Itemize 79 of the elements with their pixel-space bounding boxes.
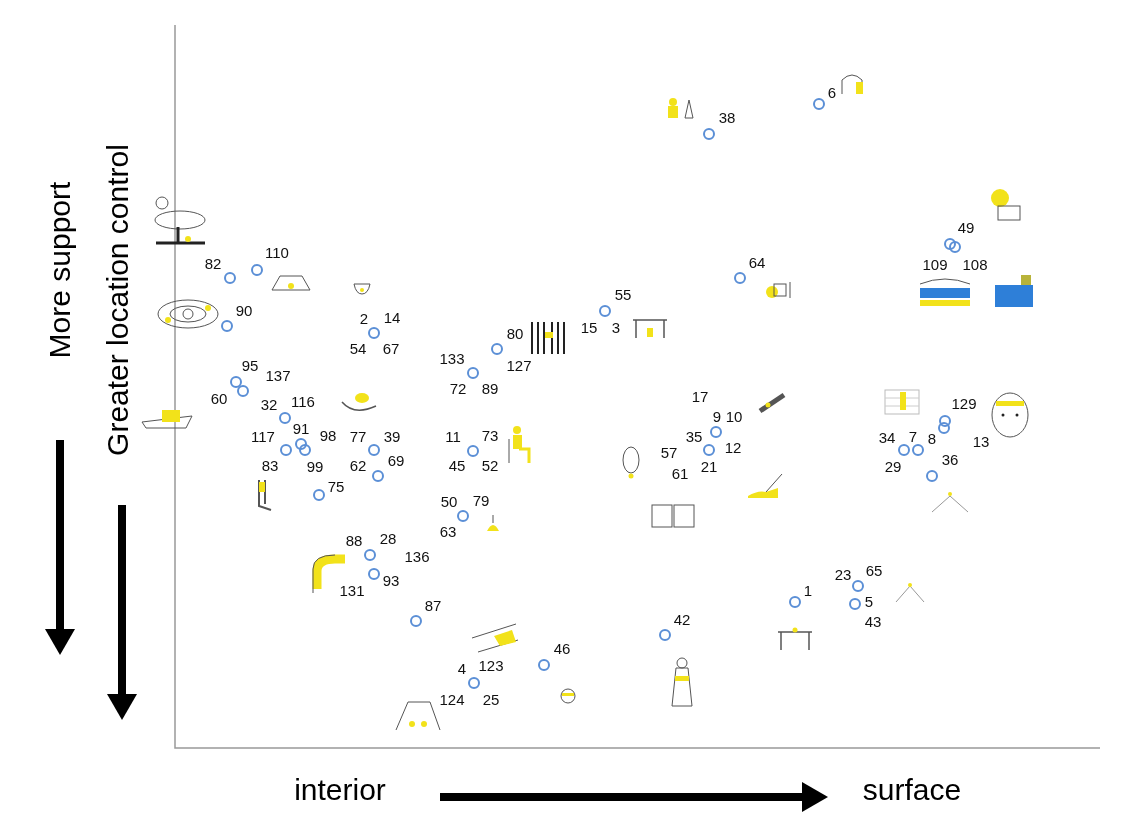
point-label: 73 xyxy=(481,427,499,443)
point-label: 87 xyxy=(424,597,442,613)
point-label: 67 xyxy=(382,340,400,356)
axis-label: interior xyxy=(294,775,386,805)
point-label: 32 xyxy=(260,396,278,412)
point-label: 4 xyxy=(457,660,467,676)
point-label: 29 xyxy=(884,458,902,474)
point-label: 137 xyxy=(265,367,291,383)
point-label: 69 xyxy=(387,452,405,468)
point-label: 123 xyxy=(478,657,504,673)
axis-label: surface xyxy=(862,775,962,805)
point-label: 64 xyxy=(748,254,766,270)
point-label: 91 xyxy=(292,420,310,436)
point-label: 46 xyxy=(553,640,571,656)
point-label: 131 xyxy=(339,582,365,598)
point-label: 93 xyxy=(382,572,400,588)
point-label: 14 xyxy=(383,309,401,325)
point-label: 54 xyxy=(349,340,367,356)
point-label: 99 xyxy=(306,458,324,474)
point-label: 89 xyxy=(481,380,499,396)
point-label: 108 xyxy=(962,256,988,272)
point-label: 36 xyxy=(941,451,959,467)
point-label: 38 xyxy=(718,109,736,125)
point-label: 21 xyxy=(700,458,718,474)
point-label: 109 xyxy=(922,256,948,272)
point-label: 7 xyxy=(908,428,918,444)
point-label: 34 xyxy=(878,429,896,445)
point-label: 43 xyxy=(864,613,882,629)
point-label: 13 xyxy=(972,433,990,449)
point-label: 50 xyxy=(440,493,458,509)
point-label: 52 xyxy=(481,457,499,473)
point-label: 39 xyxy=(383,428,401,444)
point-label: 49 xyxy=(957,219,975,235)
axis-label: Greater location control xyxy=(103,144,133,456)
point-label: 62 xyxy=(349,457,367,473)
point-label: 88 xyxy=(345,532,363,548)
point-label: 28 xyxy=(379,530,397,546)
point-label: 75 xyxy=(327,478,345,494)
point-label: 2 xyxy=(359,310,369,326)
point-label: 42 xyxy=(673,611,691,627)
point-label: 117 xyxy=(251,428,275,444)
point-label: 55 xyxy=(614,286,632,302)
point-label: 133 xyxy=(439,350,465,366)
point-label: 116 xyxy=(291,393,315,409)
point-label: 90 xyxy=(235,302,253,318)
point-label: 25 xyxy=(482,691,500,707)
point-label: 15 xyxy=(580,319,598,335)
point-label: 136 xyxy=(404,548,430,564)
point-label: 77 xyxy=(349,428,367,444)
point-label: 6 xyxy=(827,84,837,100)
point-label: 35 xyxy=(685,428,703,444)
point-label: 1 xyxy=(803,582,813,598)
point-label: 65 xyxy=(865,562,883,578)
point-label: 95 xyxy=(241,357,259,373)
point-label: 57 xyxy=(660,444,678,460)
point-label: 80 xyxy=(506,325,524,341)
point-label: 98 xyxy=(319,427,337,443)
point-label: 5 xyxy=(864,593,874,609)
point-label: 10 xyxy=(725,408,743,424)
point-label: 82 xyxy=(204,255,222,271)
axis-label: More support xyxy=(45,181,75,359)
point-label: 72 xyxy=(449,380,467,396)
point-label: 9 xyxy=(712,408,722,424)
point-label: 79 xyxy=(472,492,490,508)
point-label: 11 xyxy=(445,428,461,444)
point-label: 83 xyxy=(261,457,279,473)
point-label: 3 xyxy=(611,319,621,335)
point-label: 129 xyxy=(951,395,977,411)
point-label: 61 xyxy=(671,465,689,481)
point-label: 23 xyxy=(834,566,852,582)
point-label: 63 xyxy=(439,523,457,539)
point-label: 110 xyxy=(265,244,289,260)
point-label: 124 xyxy=(439,691,465,707)
point-label: 8 xyxy=(927,430,937,446)
point-label: 17 xyxy=(691,388,709,404)
point-label: 12 xyxy=(724,439,742,455)
point-label: 60 xyxy=(210,390,228,406)
point-label: 127 xyxy=(506,357,532,373)
point-label: 45 xyxy=(448,457,466,473)
